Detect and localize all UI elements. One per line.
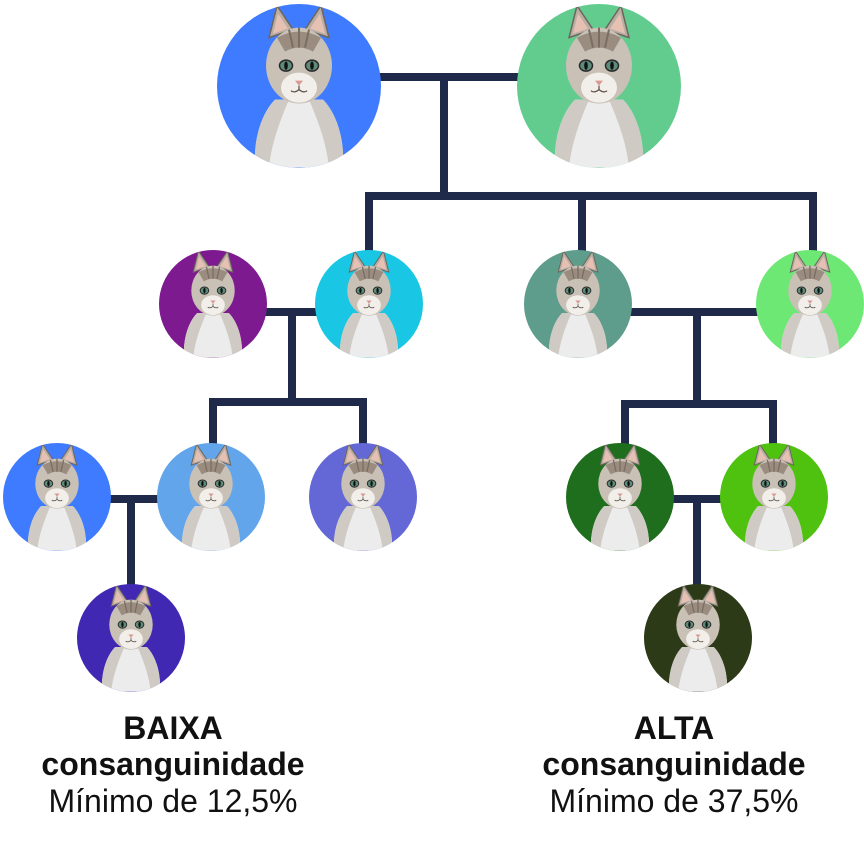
high-caption-subtitle: consanguinidade	[542, 746, 806, 782]
low-inbreeding-caption: BAIXA consanguinidade Mínimo de 12,5%	[0, 710, 353, 820]
cat-node-p2	[315, 250, 423, 358]
high-caption-title: ALTA	[633, 710, 715, 746]
low-caption-minimum: Mínimo de 12,5%	[48, 783, 298, 819]
low-caption-title: BAIXA	[123, 710, 223, 746]
cat-node-high-offspring	[644, 584, 752, 692]
cat-node-p4	[756, 250, 864, 358]
cat-node-c1	[3, 443, 111, 551]
cat-node-c4	[566, 443, 674, 551]
high-inbreeding-caption: ALTA consanguinidade Mínimo de 37,5%	[494, 710, 854, 820]
low-caption-subtitle: consanguinidade	[41, 746, 305, 782]
cat-node-gp1	[217, 4, 381, 168]
cat-node-c5	[720, 443, 828, 551]
cat-node-low-offspring	[77, 584, 185, 692]
cat-node-p1	[159, 250, 267, 358]
cat-nodes	[3, 4, 864, 692]
cat-node-c3	[309, 443, 417, 551]
cat-node-c2	[157, 443, 265, 551]
cat-node-p3	[524, 250, 632, 358]
connector-lines	[107, 73, 817, 588]
high-caption-minimum: Mínimo de 37,5%	[549, 783, 799, 819]
cat-node-gp2	[517, 4, 681, 168]
